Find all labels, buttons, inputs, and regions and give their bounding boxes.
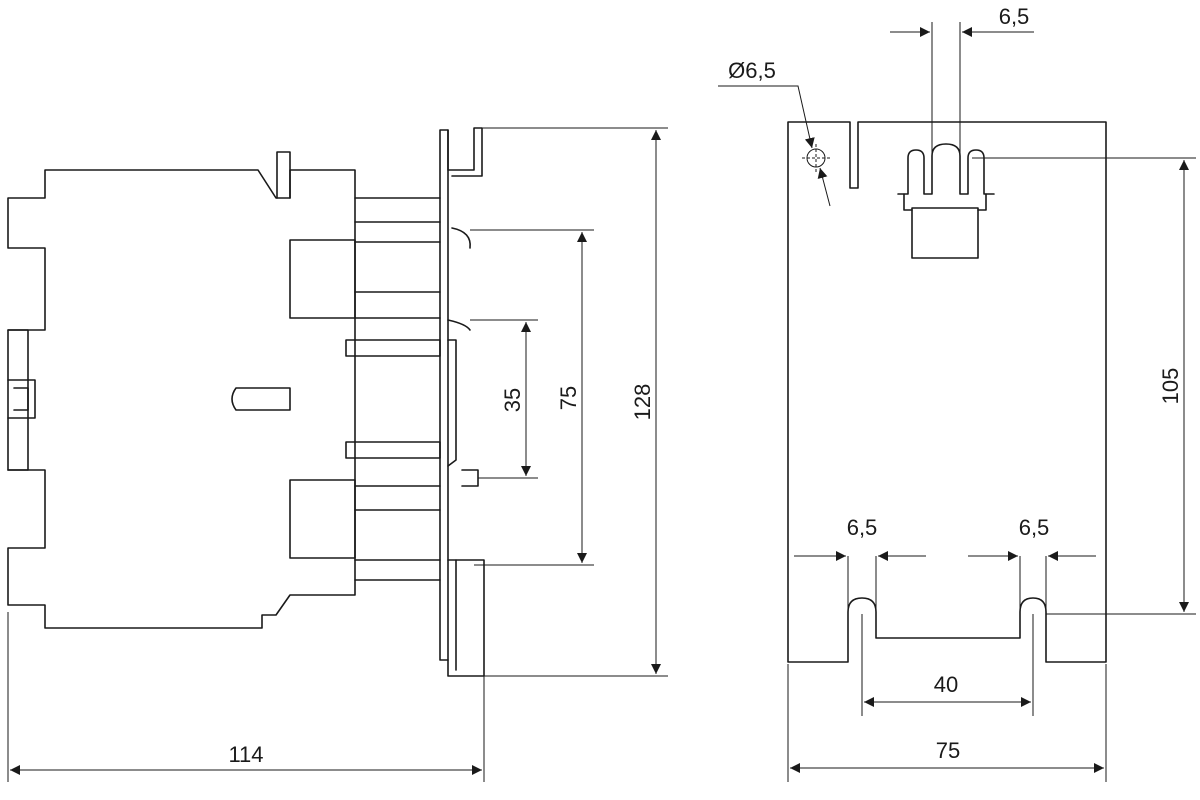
- dim-slot-bottom-right: 6,5: [1019, 515, 1050, 540]
- dim-75-side: 75: [556, 386, 581, 410]
- dim-40: 40: [934, 672, 958, 697]
- mounting-plate: [439, 129, 449, 661]
- dim-hole-diameter: Ø6,5: [728, 58, 776, 83]
- dim-slot-bottom-left: 6,5: [847, 515, 878, 540]
- dim-128: 128: [630, 384, 655, 421]
- dim-105: 105: [1158, 368, 1183, 405]
- side-view: 128 75 35 114: [7, 127, 668, 782]
- mounting-plate-outline: [787, 121, 1107, 663]
- dim-114: 114: [228, 742, 263, 767]
- contactor-body: [7, 169, 356, 629]
- dim-35: 35: [500, 388, 525, 412]
- dim-slot-top: 6,5: [999, 4, 1030, 29]
- dim-75-width: 75: [936, 738, 960, 763]
- front-view: Ø6,5 6,5 105 6,5 6,5 40 75: [718, 4, 1196, 782]
